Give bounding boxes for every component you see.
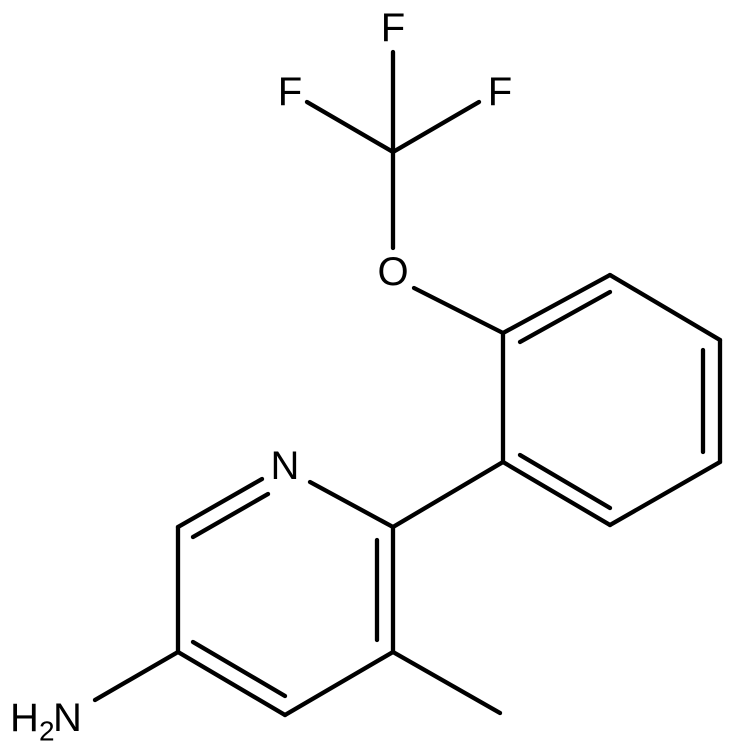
pyridine-double-3 (190, 639, 288, 699)
benzene-bond-5 (500, 459, 613, 528)
pyridine-double-1 (190, 491, 271, 540)
amine-subscript-label: 2 (39, 716, 55, 747)
bond-c-nh2 (92, 649, 181, 703)
pyridine-bond-c4-c3 (175, 649, 288, 718)
benzene-bond-1 (500, 272, 613, 336)
fluorine-top-label: F (381, 6, 405, 50)
pyridine-bond-c5-c4 (282, 649, 396, 718)
amine-n-label: N (53, 696, 82, 740)
amine-h-label: H (10, 696, 39, 740)
benzene-double-1 (517, 289, 613, 345)
bond-c-f-left (304, 99, 396, 155)
amine-label: H 2 N (10, 696, 82, 747)
pyridine-bond-n-c6 (307, 479, 396, 530)
benzene-bond-2 (607, 272, 723, 343)
fluorine-right-label: F (488, 70, 512, 114)
bond-methyl (390, 649, 503, 716)
bond-o-aryl (411, 285, 506, 336)
oxygen-label: O (377, 250, 408, 294)
pyridine-bond-c2-n (175, 476, 265, 530)
bond-c-f-right (390, 99, 482, 155)
pyridine-ring (175, 476, 396, 718)
benzene-bond-4 (607, 459, 723, 528)
bond-biaryl (390, 459, 506, 530)
nitrogen-label: N (271, 444, 300, 488)
benzene-double-3 (517, 452, 613, 511)
benzene-ring (500, 272, 723, 528)
fluorine-left-label: F (278, 70, 302, 114)
trifluoromethyl-group (304, 49, 482, 251)
